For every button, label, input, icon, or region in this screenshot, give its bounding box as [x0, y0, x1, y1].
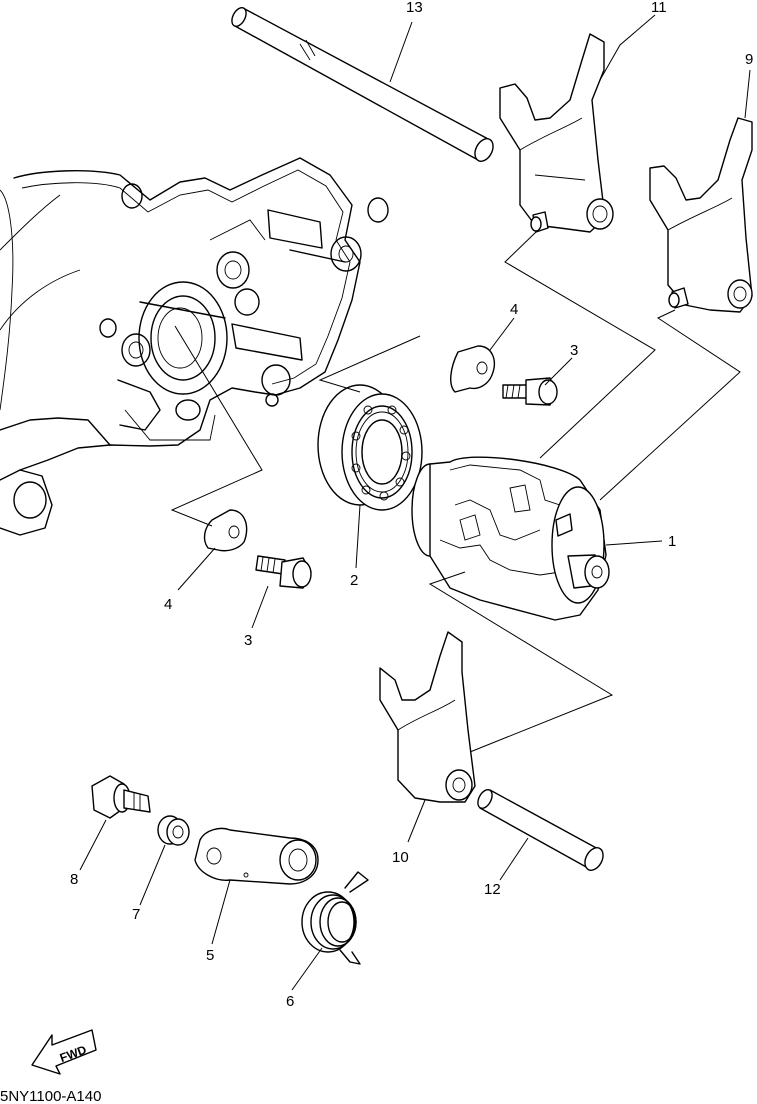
- callout-4-lower: 4: [164, 596, 173, 613]
- shift-fork-9: [649, 117, 753, 313]
- bolt-3-lower: [255, 555, 312, 589]
- stopper-lever-5: [194, 827, 319, 885]
- bolt-3-upper: [502, 377, 558, 406]
- callout-7: 7: [132, 906, 141, 923]
- shift-drum-1: [411, 456, 610, 621]
- flange-bolt-8: [91, 775, 151, 819]
- callout-12: 12: [484, 881, 501, 898]
- stopper-plate-4-lower: [203, 509, 248, 552]
- collar-7: [157, 815, 190, 846]
- torsion-spring-6: [301, 871, 369, 965]
- callout-6: 6: [286, 993, 295, 1010]
- leader-lines: [79, 14, 751, 991]
- callout-3-lower: 3: [244, 632, 253, 649]
- callout-3-upper: 3: [570, 342, 579, 359]
- callout-2: 2: [350, 572, 359, 589]
- fork-shaft-13: [231, 7, 494, 162]
- callout-9: 9: [745, 51, 754, 68]
- crankcase-outline: [0, 157, 389, 536]
- callout-5: 5: [206, 947, 215, 964]
- callout-4-upper: 4: [510, 301, 519, 318]
- shift-fork-11: [499, 33, 614, 233]
- callout-8: 8: [70, 871, 79, 888]
- callout-1: 1: [668, 533, 677, 550]
- fwd-arrow-icon: FWD: [31, 1029, 97, 1075]
- bearing-2: [317, 384, 423, 511]
- callout-13: 13: [406, 0, 423, 16]
- shift-fork-10: [379, 631, 476, 803]
- callout-11: 11: [651, 0, 667, 16]
- diagram-code: 5NY1100-A140: [0, 1088, 102, 1104]
- callout-10: 10: [392, 849, 409, 866]
- stopper-plate-4-upper: [450, 345, 496, 393]
- fork-shaft-12: [477, 789, 604, 871]
